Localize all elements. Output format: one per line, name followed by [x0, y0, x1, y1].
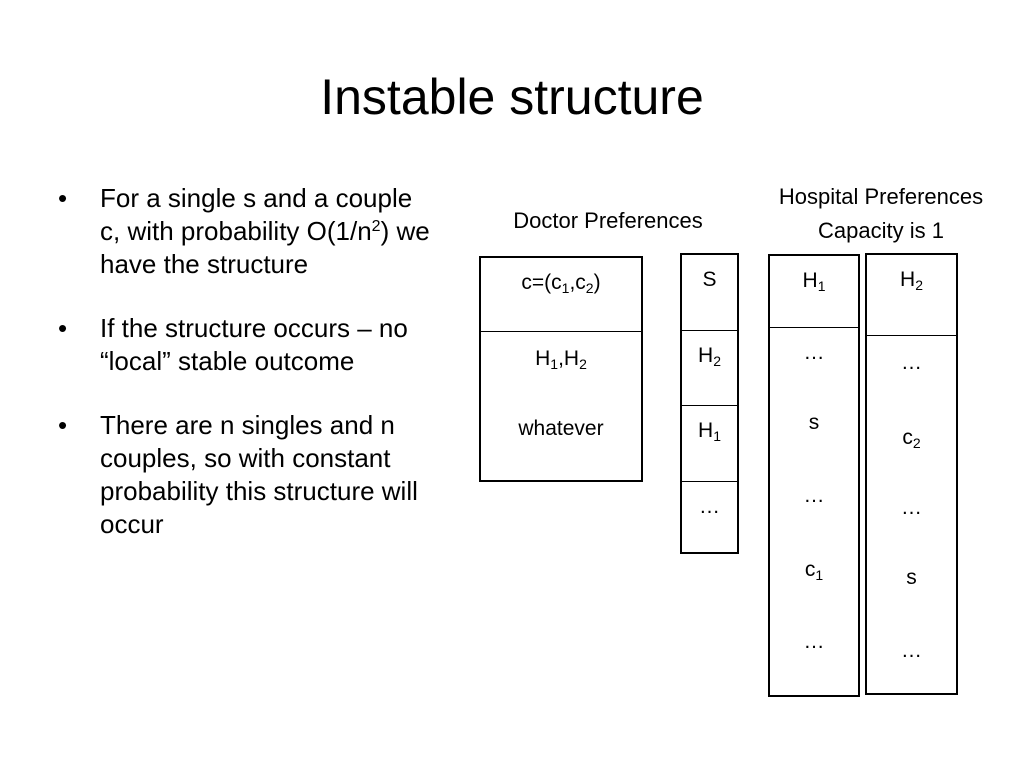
subscript: 2 [915, 277, 923, 293]
slide-title: Instable structure [320, 69, 704, 125]
single-preference-table: S H2 H1 … [680, 253, 739, 554]
couple-label: ) [593, 271, 601, 294]
h2-list-cell: … c2 … s … [867, 336, 956, 666]
h1-list-cell: … s … c1 … [770, 328, 858, 657]
list-item: s [906, 566, 917, 589]
hospital-label: H [698, 419, 714, 442]
doctor-preferences-heading: Doctor Preferences [513, 208, 703, 233]
whatever-label: whatever [518, 417, 604, 440]
bullet-icon: • [58, 313, 68, 343]
bullet-list: • For a single s and a couple c, with pr… [58, 182, 438, 572]
list-item: … [901, 496, 922, 519]
bullet-superscript: 2 [371, 218, 381, 235]
bullet-text-after: ) we have the structure [100, 216, 430, 279]
list-item: … [901, 351, 922, 374]
couple-header-cell: c=(c1,c2) [481, 258, 641, 332]
single-row-2: H1 [682, 406, 737, 482]
single-header-cell: S [682, 255, 737, 331]
list-item: s [808, 411, 820, 434]
h1-header-cell: H1 [770, 256, 858, 328]
list-item: c1 [770, 555, 858, 585]
couple-preference-table: c=(c1,c2) H1,H2 whatever [479, 256, 643, 482]
subscript: 1 [713, 428, 721, 444]
bullet-item: • If the structure occurs – no “local” s… [58, 312, 438, 378]
hospital-label: H [900, 268, 916, 291]
subscript: 2 [713, 353, 721, 369]
bullet-icon: • [58, 410, 68, 440]
list-item: … [803, 630, 825, 653]
h2-preference-table: H2 … c2 … s … [865, 253, 958, 695]
capacity-label: Capacity is 1 [818, 218, 944, 243]
couple-member-label: c [804, 558, 816, 581]
bullet-item: • There are n singles and n couples, so … [58, 409, 438, 541]
single-row-1: H2 [682, 331, 737, 406]
couple-label: ,c [569, 271, 586, 294]
subscript: 2 [912, 435, 921, 451]
couple-member-label: c [902, 426, 913, 449]
h1-preference-table: H1 … s … c1 … [768, 254, 860, 697]
bullet-text: There are n singles and n couples, so wi… [100, 410, 418, 539]
subscript: 2 [579, 356, 587, 372]
subscript: 1 [550, 356, 559, 372]
hospital-pair: H1,H2 [481, 344, 641, 374]
single-row-3: … [699, 495, 720, 518]
bullet-item: • For a single s and a couple c, with pr… [58, 182, 438, 281]
subscript: 2 [585, 280, 594, 296]
couple-pair-cell: H1,H2 whatever [481, 332, 641, 444]
bullet-text: For a single s and a couple c, with prob… [100, 183, 413, 246]
hospital-label: H [802, 269, 818, 292]
subscript: 1 [817, 278, 826, 294]
list-item: … [803, 484, 825, 507]
list-item: c2 [867, 423, 956, 453]
subscript: 1 [815, 567, 824, 583]
list-item: … [901, 639, 922, 662]
hospital-label: H [535, 347, 551, 370]
list-item: … [803, 341, 825, 364]
h2-header-cell: H2 [867, 255, 956, 336]
hospital-label: H [698, 344, 714, 367]
bullet-text: If the structure occurs – no “local” sta… [100, 313, 408, 376]
hospital-label: ,H [558, 347, 580, 370]
couple-label: c=(c [521, 271, 562, 294]
subscript: 1 [561, 280, 570, 296]
hospital-preferences-heading: Hospital Preferences [778, 184, 984, 209]
bullet-icon: • [58, 183, 68, 213]
